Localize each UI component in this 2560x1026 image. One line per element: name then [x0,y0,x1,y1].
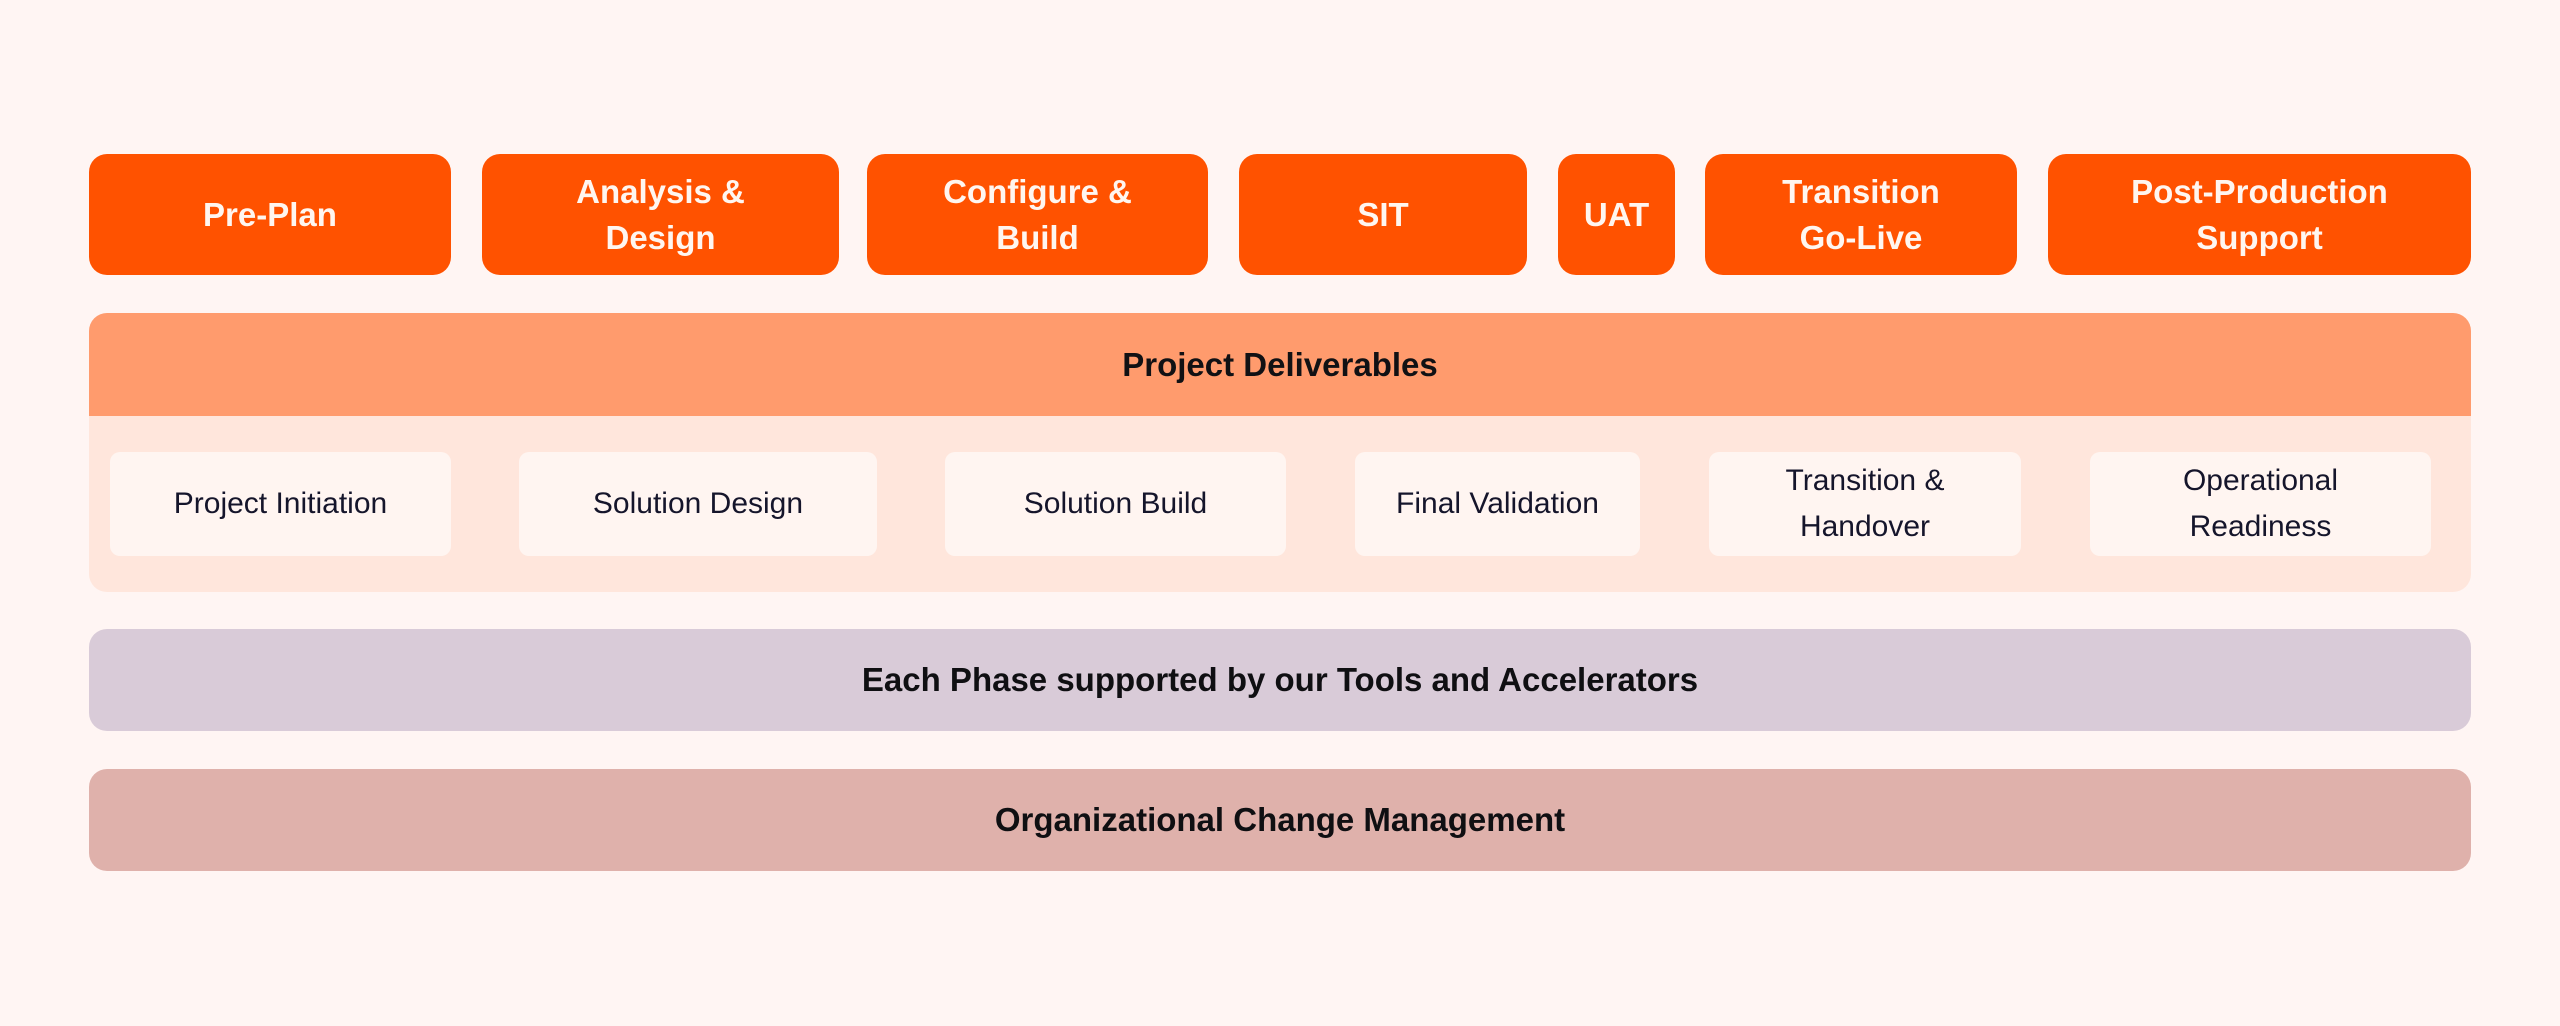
phase-label: SIT [1357,195,1409,233]
phase-label: UAT [1583,195,1650,233]
phase-label: Post-Production Support [2131,172,2388,256]
deliverable-label: Solution Build [1023,487,1208,520]
tools-band-label: Each Phase supported by our Tools and Ac… [861,661,1699,698]
phase-configure-build[interactable]: Configure & Build [867,154,1208,275]
phase-uat[interactable]: UAT [1558,154,1675,275]
phase-sit[interactable]: SIT [1239,154,1527,275]
phase-analysis-design[interactable]: Analysis & Design [482,154,839,275]
deliverable-solution-build[interactable]: Solution Build [945,452,1286,556]
deliverable-label: Final Validation [1396,487,1599,520]
deliverable-label: Operational Readiness [2182,464,2339,543]
deliverable-final-validation[interactable]: Final Validation [1355,452,1640,556]
deliverables-title: Project Deliverables [1122,345,1438,383]
deliverable-label: Project Initiation [173,487,388,520]
deliverable-label: Solution Design [592,487,804,520]
deliverable-operational-readiness[interactable]: Operational Readiness [2090,452,2431,556]
deliverable-project-initiation[interactable]: Project Initiation [110,452,451,556]
deliverable-label: Transition & Handover [1785,464,1945,543]
phase-transition-go-live[interactable]: Transition Go-Live [1705,154,2017,275]
deliverable-transition-handover[interactable]: Transition & Handover [1709,452,2021,556]
phase-post-production-support[interactable]: Post-Production Support [2048,154,2471,275]
deliverable-solution-design[interactable]: Solution Design [519,452,877,556]
phase-label: Pre-Plan [203,195,337,233]
phase-pre-plan[interactable]: Pre-Plan [89,154,451,275]
deliverables-header: Project Deliverables [89,313,2471,416]
change-management-band: Organizational Change Management [89,769,2471,871]
tools-accelerators-band: Each Phase supported by our Tools and Ac… [89,629,2471,731]
phase-label: Analysis & Design [576,172,745,256]
phase-label: Configure & Build [943,172,1132,256]
ocm-band-label: Organizational Change Management [994,801,1566,838]
phase-label: Transition Go-Live [1782,172,1940,256]
